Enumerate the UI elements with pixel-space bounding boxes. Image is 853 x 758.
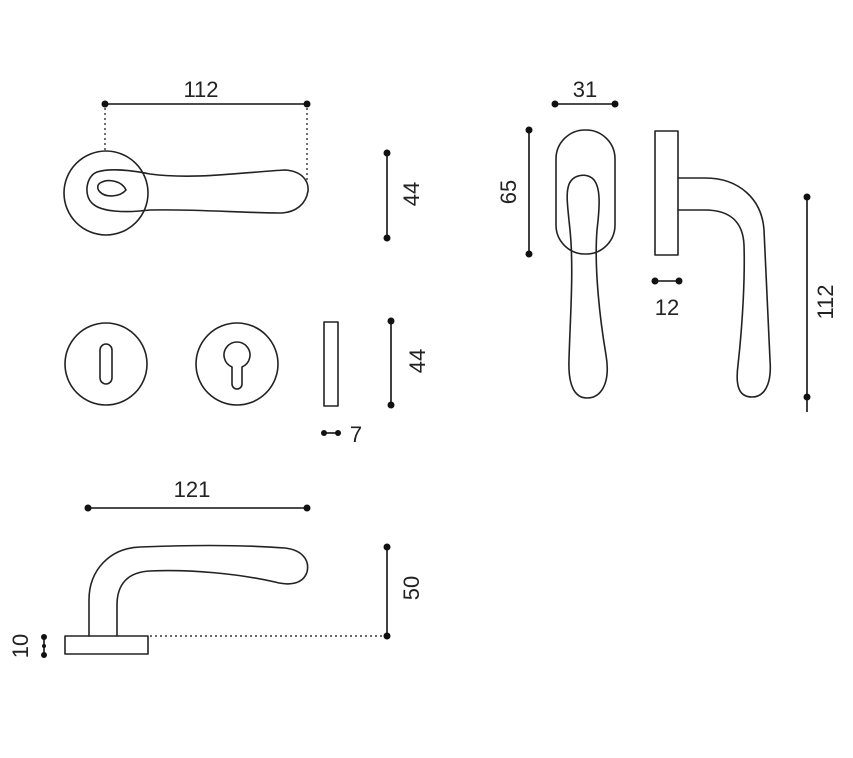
key-escutcheon-outline bbox=[64, 322, 148, 406]
lever-neck-inner bbox=[96, 179, 127, 197]
label-lever-height: 50 bbox=[399, 576, 424, 600]
label-escutcheon-diameter: 44 bbox=[405, 349, 430, 373]
label-window-height: 65 bbox=[496, 180, 521, 204]
dimension-rose-thickness: 10 bbox=[8, 634, 47, 658]
dimension-window-base-thickness: 12 bbox=[651, 277, 683, 320]
dimension-window-length: 112 bbox=[803, 193, 838, 412]
label-escutcheon-thickness: 7 bbox=[350, 422, 362, 447]
rose-side-outline bbox=[64, 635, 149, 655]
label-rose-thickness: 10 bbox=[8, 634, 33, 658]
cylinder-escutcheon bbox=[195, 322, 279, 406]
door-lever-front-view bbox=[63, 150, 309, 236]
key-escutcheon bbox=[64, 322, 148, 406]
lever-rose-outline bbox=[63, 150, 149, 236]
label-window-length: 112 bbox=[813, 284, 838, 319]
label-lever-side-length: 121 bbox=[174, 477, 211, 502]
label-window-base-thickness: 12 bbox=[655, 295, 679, 320]
dimension-window-height: 65 bbox=[496, 126, 533, 258]
dimension-lever-side-length: 121 bbox=[84, 477, 311, 512]
lever-grip-outline bbox=[86, 169, 309, 214]
dimension-rose-diameter: 44 bbox=[383, 149, 424, 242]
cylinder-cutout bbox=[223, 341, 251, 390]
window-handle-side-view bbox=[654, 130, 772, 398]
dimension-lever-height: 50 bbox=[150, 543, 424, 640]
keyhole-slot bbox=[99, 343, 113, 385]
label-window-width: 31 bbox=[573, 77, 597, 102]
label-rose-diameter: 44 bbox=[399, 182, 424, 206]
escutcheon-side-outline bbox=[323, 321, 339, 407]
dimension-escutcheon-thickness: 7 bbox=[321, 422, 362, 447]
window-base-outline bbox=[555, 129, 616, 255]
window-base-side-outline bbox=[654, 130, 679, 256]
lever-side-outline bbox=[88, 544, 309, 637]
dimension-escutcheon-diameter: 44 bbox=[387, 317, 430, 409]
cylinder-escutcheon-outline bbox=[195, 322, 279, 406]
dimension-lever-length: 112 bbox=[101, 77, 311, 182]
window-arm-side-outline bbox=[677, 177, 772, 398]
door-lever-side-view bbox=[64, 544, 309, 655]
escutcheon-side-view bbox=[323, 321, 339, 407]
window-handle-front-view bbox=[555, 129, 616, 399]
window-grip-outline bbox=[566, 174, 608, 399]
dimension-window-width: 31 bbox=[551, 77, 619, 108]
label-lever-length: 112 bbox=[183, 77, 218, 102]
